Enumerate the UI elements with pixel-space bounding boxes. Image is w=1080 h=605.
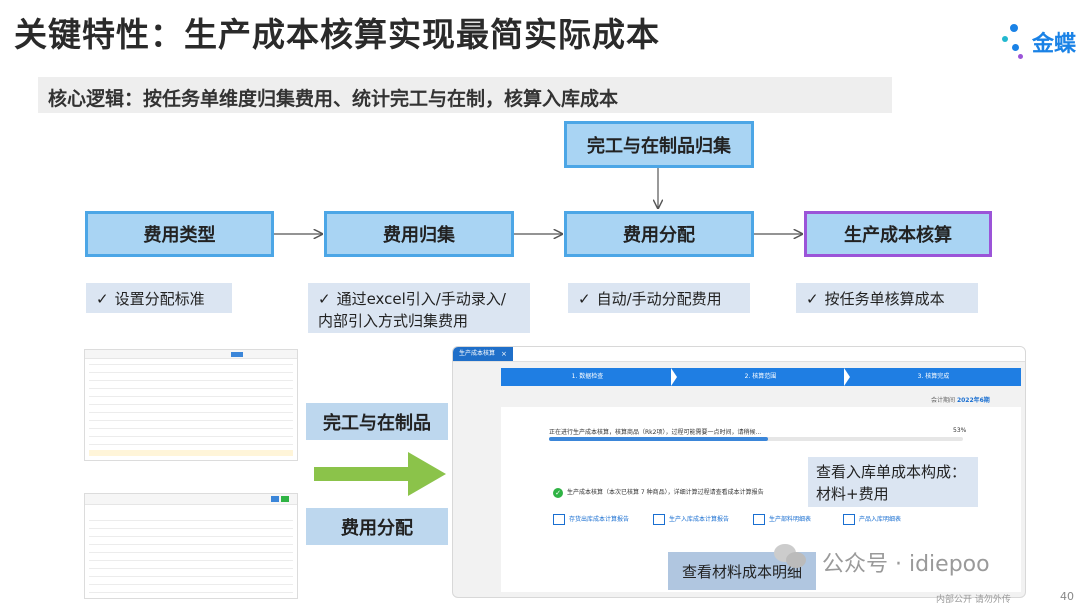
footer-note: 内部公开 请勿外传 (936, 595, 1011, 605)
node-production-costing: 生产成本核算 (804, 211, 992, 257)
page-number: 40 (1060, 590, 1074, 603)
app-tabbar: 生产成本核算 × (453, 347, 1025, 362)
node-expense-collection: 费用归集 (324, 211, 514, 257)
note-text: 设置分配标准 (114, 290, 205, 308)
progress-fill (549, 437, 769, 441)
callout-cost-composition: 查看入库单成本构成： 材料+费用 (808, 457, 978, 507)
note-text: 按任务单核算成本 (824, 290, 945, 308)
link-label: 存货出库成本计算报告 (569, 516, 630, 523)
report-icon (753, 514, 765, 525)
completion-status: ✓ 生产成本核算（本次已核算 7 种商品），详细计算过程请查看成本计算报告 (553, 487, 764, 498)
report-icon (843, 514, 855, 525)
link-outbound-report[interactable]: 存货出库成本计算报告 (553, 514, 629, 525)
report-icon (653, 514, 665, 525)
label-wip: 完工与在制品 (306, 403, 448, 440)
step-data-check: 1. 数据检查 (571, 373, 604, 380)
watermark: 公众号 · idiepoo (822, 552, 990, 577)
link-inbound-report[interactable]: 生产入库成本计算报告 (653, 514, 729, 525)
note-expense-collection: ✓ 通过excel引入/手动录入/ 内部引入方式归集费用 (308, 283, 530, 333)
wip-report-thumbnail (84, 349, 298, 461)
note-production-costing: ✓ 按任务单核算成本 (796, 283, 978, 313)
step-bar: 1. 数据检查 2. 核算范围 3. 核算完成 (501, 368, 1021, 386)
period-value: 2022年6期 (956, 397, 990, 404)
progress-percent: 53% (953, 427, 967, 434)
link-material-detail[interactable]: 生产部料明细表 (753, 514, 811, 525)
node-wip-collection: 完工与在制品归集 (564, 121, 754, 168)
note-text: 自动/手动分配费用 (596, 290, 722, 308)
close-icon[interactable]: × (501, 350, 507, 358)
link-product-inbound[interactable]: 产品入库明细表 (843, 514, 901, 525)
node-expense-type: 费用类型 (85, 211, 274, 257)
note-expense-type: ✓ 设置分配标准 (86, 283, 232, 313)
step-done: 3. 核算完成 (917, 373, 950, 380)
callout-line-1: 查看入库单成本构成： (816, 463, 967, 481)
check-icon: ✓ (318, 290, 331, 308)
report-icon (553, 514, 565, 525)
link-label: 产品入库明细表 (859, 516, 902, 523)
accounting-period: 会计期间 2022年6期 (931, 395, 990, 404)
green-arrow-icon (314, 452, 446, 496)
tab-production-costing[interactable]: 生产成本核算 (453, 347, 513, 361)
check-circle-icon: ✓ (553, 487, 563, 498)
subtitle-background (38, 77, 892, 113)
kingdee-logo (998, 20, 1080, 64)
period-label: 会计期间 (931, 397, 956, 404)
node-expense-allocation: 费用分配 (564, 211, 754, 257)
progress-message: 正在进行生产成本核算，核算商品（Rk2项），过程可能需要一点时间，请稍候... (549, 429, 762, 436)
page-title: 关键特性：生产成本核算实现最简实际成本 (14, 15, 660, 54)
step-scope: 2. 核算范围 (744, 373, 777, 380)
label-allocation: 费用分配 (306, 508, 448, 545)
subtitle: 核心逻辑：按任务单维度归集费用、统计完工与在制，核算入库成本 (48, 88, 619, 110)
note-expense-allocation: ✓ 自动/手动分配费用 (568, 283, 750, 313)
callout-line-2: 材料+费用 (816, 485, 889, 503)
link-label: 生产部料明细表 (769, 516, 812, 523)
link-label: 生产入库成本计算报告 (669, 516, 730, 523)
logo-text: 金蝶 (1032, 32, 1077, 57)
wechat-icon (772, 540, 808, 570)
check-icon: ✓ (96, 290, 109, 308)
check-icon: ✓ (806, 290, 819, 308)
check-icon: ✓ (578, 290, 591, 308)
note-text-2: 内部引入方式归集费用 (318, 312, 469, 330)
note-text: 通过excel引入/手动录入/ (336, 290, 506, 308)
progress-bar (549, 437, 963, 441)
flow-connectors (274, 168, 1080, 280)
completion-text: 生产成本核算（本次已核算 7 种商品），详细计算过程请查看成本计算报告 (567, 489, 764, 496)
chevron-right-icon (844, 368, 850, 386)
chevron-right-icon (671, 368, 677, 386)
allocation-report-thumbnail (84, 493, 298, 599)
